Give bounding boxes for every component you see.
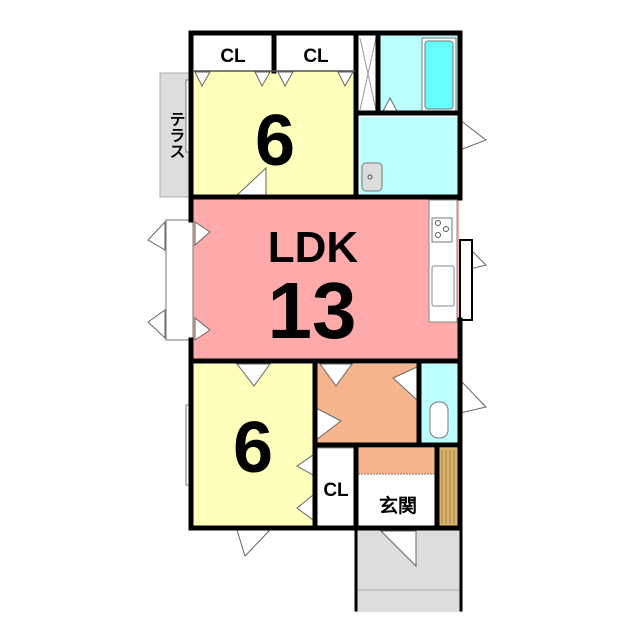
bedroom-upper [193, 71, 355, 196]
bedroom-lower-label: 6 [233, 408, 273, 488]
window-bay [165, 219, 194, 341]
entrance-label: 玄関 [379, 494, 417, 517]
terrace [159, 72, 191, 198]
ldk-size: 13 [268, 266, 357, 355]
closet-top-right [276, 35, 355, 71]
closet-top-left [193, 35, 273, 71]
shoe-rack [438, 448, 458, 526]
ldk [193, 199, 459, 359]
terrace-label: テラス [167, 111, 185, 159]
ldk-label: LDK [268, 223, 359, 272]
toilet-icon [429, 401, 449, 439]
bedroom-upper-label: 6 [255, 101, 295, 181]
stove-icon [431, 217, 453, 243]
sink-icon [431, 265, 455, 307]
closet-lower-label: CL [323, 480, 349, 501]
bedroom-lower [193, 364, 314, 526]
closet-top-right-label: CL [303, 46, 329, 67]
closet-top-left-label: CL [220, 46, 246, 67]
